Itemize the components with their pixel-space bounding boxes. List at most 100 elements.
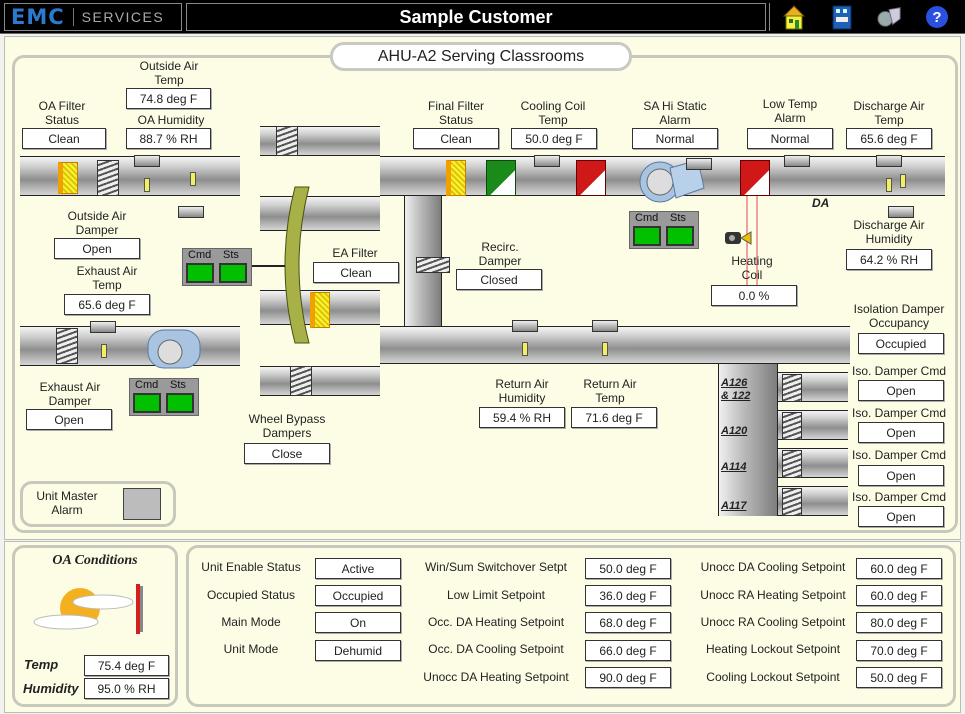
cmd-label: Cmd [635,212,659,224]
discharge-temp-sensor [876,155,902,167]
wheel-bypass-dampers-value[interactable]: Close [244,443,330,464]
emc-logo[interactable]: EMC SERVICES [4,3,182,31]
iso-damper-cmd-value-4[interactable]: Open [858,506,944,527]
isolation-damper-occupancy-value[interactable]: Occupied [858,333,944,354]
help-icon[interactable]: ? [924,4,950,30]
low-temp-alarm-value[interactable]: Normal [747,128,833,149]
occupied-status-label: Occupied Status [206,588,296,602]
cooling-lockout-setpoint-value[interactable]: 50.0 deg F [856,667,942,688]
main-mode-value[interactable]: On [315,612,401,633]
return-temp-probe [602,342,608,356]
supply-fan-cmd-sts: Cmd Sts [629,211,699,249]
sts-indicator [166,393,194,413]
cmd-indicator[interactable] [186,263,214,283]
return-duct [380,326,850,364]
unit-enable-status-label: Unit Enable Status [201,560,301,574]
heating-coil [740,160,770,196]
iso-damper-cmd-value-1[interactable]: Open [858,380,944,401]
unit-mode-label: Unit Mode [223,642,279,656]
sts-label: Sts [170,379,186,391]
discharge-air-humidity-label: Discharge Air Humidity [853,218,925,246]
ea-temp-sensor [90,321,116,333]
unocc-ra-cooling-setpoint-label: Unocc RA Cooling Setpoint [700,615,846,629]
cooling-lockout-setpoint-label: Cooling Lockout Setpoint [706,670,840,684]
discharge-air-humidity-value[interactable]: 64.2 % RH [846,249,932,270]
main-mode-label: Main Mode [221,615,281,629]
oa-humidity-value[interactable]: 88.7 % RH [126,128,211,149]
oa-filter [58,162,78,194]
discharge-humidity-sensor [888,206,914,218]
cmd-indicator[interactable] [133,393,161,413]
tools-icon[interactable] [876,4,902,30]
low-limit-setpoint-value[interactable]: 36.0 deg F [585,585,671,606]
unit-enable-status-value[interactable]: Active [315,558,401,579]
iso-damper-cmd-value-2[interactable]: Open [858,422,944,443]
discharge-air-temp-value[interactable]: 65.6 deg F [846,128,932,149]
top-bar: EMC SERVICES Sample Customer ? [0,0,965,34]
wheel-bypass-damper-upper [276,126,298,156]
unocc-ra-cooling-setpoint-value[interactable]: 80.0 deg F [856,612,942,633]
cmd-indicator[interactable] [633,226,661,246]
unocc-da-cooling-setpoint-label: Unocc DA Cooling Setpoint [700,560,846,574]
outside-air-temp-value[interactable]: 74.8 deg F [126,88,211,109]
win-sum-switchover-value[interactable]: 50.0 deg F [585,558,671,579]
oa-humidity-cond-label: Humidity [23,681,79,696]
occ-da-cooling-setpoint-label: Occ. DA Cooling Setpoint [428,642,564,656]
discharge-air-temp-label: Discharge Air Temp [853,99,925,127]
ahu-title: AHU-A2 Serving Classrooms [330,42,632,71]
iso-damper-cmd-value-3[interactable]: Open [858,465,944,486]
return-air-humidity-value[interactable]: 59.4 % RH [479,407,565,428]
room-label-a120[interactable]: A120 [721,425,748,437]
wheel-bypass-damper-lower [290,366,312,396]
exhaust-air-temp-value[interactable]: 65.6 deg F [64,294,150,315]
sts-indicator [666,226,694,246]
return-humidity-sensor [512,320,538,332]
cooling-coil-temp-value[interactable]: 50.0 deg F [511,128,597,149]
return-humidity-probe [522,342,528,356]
iso-damper-3 [782,450,802,478]
unit-master-alarm-label: Unit Master Alarm [36,489,98,517]
iso-damper-cmd-label-3: Iso. Damper Cmd [851,448,947,462]
sa-hi-static-alarm-value[interactable]: Normal [632,128,718,149]
return-air-temp-label: Return Air Temp [583,377,637,405]
heating-valve-icon[interactable] [724,229,754,247]
win-sum-switchover-label: Win/Sum Switchover Setpt [424,560,568,574]
room-label-a114[interactable]: A114 [721,461,747,473]
unit-master-alarm-indicator[interactable] [123,488,161,520]
cmd-label: Cmd [188,249,212,261]
iso-damper-cmd-label-1: Iso. Damper Cmd [851,364,947,378]
unocc-ra-heating-setpoint-value[interactable]: 60.0 deg F [856,585,942,606]
room-label-a126[interactable]: A126 & 122 [721,377,751,402]
cooling-coil-sensor [534,155,560,167]
outside-air-temp-label: Outside Air Temp [139,59,199,87]
heating-lockout-setpoint-value[interactable]: 70.0 deg F [856,640,942,661]
low-limit-setpoint-label: Low Limit Setpoint [446,588,546,602]
cooling-coil [486,160,516,196]
exhaust-air-damper-value[interactable]: Open [26,409,112,430]
wheel-upper-path [260,196,380,231]
oa-temp-value[interactable]: 75.4 deg F [84,655,169,676]
da-label: DA [812,196,830,210]
occ-da-cooling-setpoint-value[interactable]: 66.0 deg F [585,640,671,661]
occupied-status-value[interactable]: Occupied [315,585,401,606]
unocc-da-heating-setpoint-label: Unocc DA Heating Setpoint [423,670,569,684]
logo-sub: SERVICES [81,9,165,25]
unocc-da-cooling-setpoint-value[interactable]: 60.0 deg F [856,558,942,579]
weather-icon [33,584,143,634]
sts-indicator [219,263,247,283]
heating-coil-value[interactable]: 0.0 % [711,285,797,306]
oa-filter-status-value[interactable]: Clean [22,128,106,149]
outside-air-damper-value[interactable]: Open [54,238,140,259]
recirc-damper-value[interactable]: Closed [456,269,542,290]
oa-humidity-cond-value[interactable]: 95.0 % RH [84,678,169,699]
building-icon[interactable] [829,4,855,30]
room-label-a117[interactable]: A117 [721,500,747,512]
ea-filter-value[interactable]: Clean [313,262,399,283]
return-air-temp-value[interactable]: 71.6 deg F [571,407,657,428]
occ-da-heating-setpoint-value[interactable]: 68.0 deg F [585,612,671,633]
unit-mode-value[interactable]: Dehumid [315,640,401,661]
zone-riser [718,364,778,516]
unocc-da-heating-setpoint-value[interactable]: 90.0 deg F [585,667,671,688]
final-filter-status-value[interactable]: Clean [413,128,499,149]
home-icon[interactable] [781,4,807,30]
